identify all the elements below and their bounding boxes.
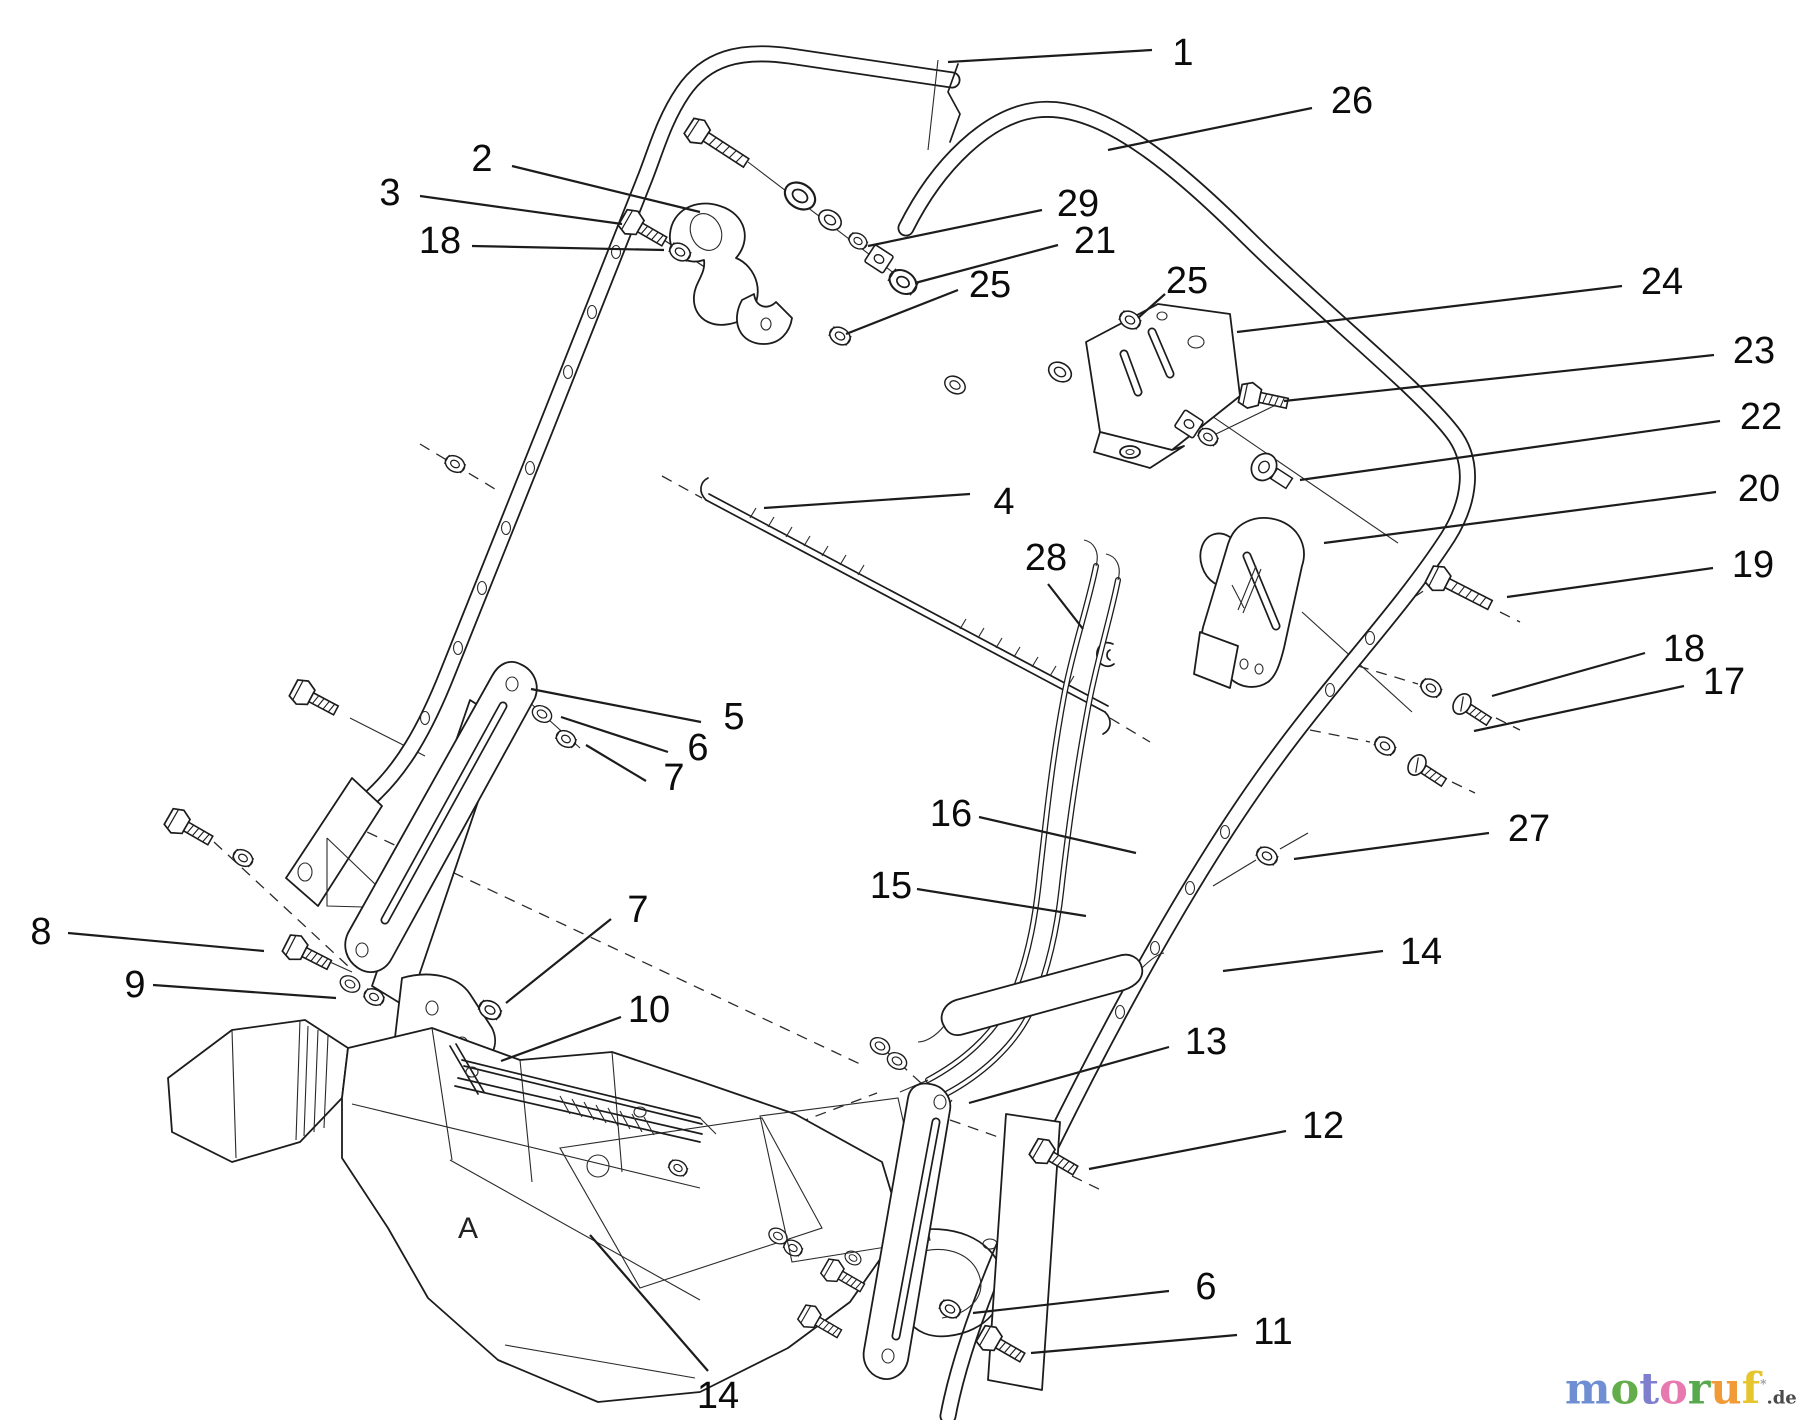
callout-label-7: 7	[627, 889, 648, 931]
right-support-arm	[759, 1033, 1083, 1391]
logo-letter: o	[1610, 1364, 1640, 1415]
callout-leader-21	[914, 243, 1059, 285]
callout-label-28: 28	[1025, 537, 1067, 579]
tube-holes	[1114, 630, 1376, 1020]
upper-handle-tube	[285, 45, 961, 909]
callout-leader-6	[972, 1289, 1170, 1315]
callout-label-9: 9	[124, 964, 145, 1006]
logo-letter: o	[1659, 1364, 1688, 1415]
callout-leader-22	[1299, 419, 1721, 482]
callout-leader-25	[845, 288, 959, 336]
tube-holes-left	[419, 244, 622, 726]
callout-label-2: 2	[471, 138, 492, 180]
rod-threads	[749, 507, 1075, 687]
logo-trademark: *	[1760, 1377, 1767, 1391]
callout-leader-9	[152, 983, 337, 1000]
callout-leader-27	[1293, 831, 1490, 861]
logo-letter: f	[1741, 1364, 1761, 1415]
handle-bracket	[940, 303, 1294, 490]
callout-leader-4	[763, 492, 971, 510]
callout-leader-25	[1137, 293, 1166, 319]
callout-label-29: 29	[1057, 183, 1099, 225]
callout-label-7: 7	[663, 757, 684, 799]
callout-label-17: 17	[1703, 661, 1745, 703]
cross-rod	[700, 477, 1111, 735]
callout-leader-7	[585, 744, 647, 782]
logo-letter: u	[1710, 1364, 1742, 1415]
callout-label-27: 27	[1508, 808, 1550, 850]
callout-leader-13	[968, 1045, 1170, 1105]
callout-label-22: 22	[1740, 396, 1782, 438]
callout-leader-14	[1222, 949, 1384, 973]
callout-label-19: 19	[1732, 544, 1774, 586]
callout-label-6: 6	[1195, 1266, 1216, 1308]
callout-leader-14	[589, 1234, 709, 1372]
callout-label-12: 12	[1302, 1105, 1344, 1147]
motoruf-logo: motoruf*.de	[1565, 1360, 1797, 1415]
callout-leader-1	[947, 48, 1153, 64]
callout-leader-3	[419, 194, 623, 226]
callout-label-23: 23	[1733, 330, 1775, 372]
spring-coil	[559, 1095, 655, 1136]
callout-leader-5	[530, 687, 702, 724]
callout-leader-16	[978, 815, 1137, 855]
callout-label-25: 25	[1166, 260, 1208, 302]
rope-guide-clamp	[736, 293, 793, 345]
cable-clamp-bar	[917, 952, 1165, 1043]
shoulder-screw-22	[1250, 452, 1294, 490]
callout-leader-12	[1088, 1129, 1287, 1171]
callout-leader-8	[67, 931, 265, 953]
deck-marker: A	[458, 1212, 478, 1245]
logo-letter: m	[1565, 1364, 1611, 1415]
callout-label-15: 15	[870, 865, 912, 907]
logo-letter: t	[1639, 1364, 1660, 1415]
callout-leader-2	[511, 164, 701, 214]
callout-label-18: 18	[419, 220, 461, 262]
logo-letter: r	[1687, 1364, 1711, 1415]
left-support-arm	[344, 661, 580, 1009]
callout-label-25: 25	[969, 264, 1011, 306]
callout-leader-18	[471, 244, 665, 252]
callout-leader-18	[1491, 651, 1646, 698]
callout-leader-20	[1323, 490, 1717, 545]
callout-leader-10	[500, 1015, 622, 1063]
tube-flat-end	[285, 777, 383, 907]
callout-label-4: 4	[993, 481, 1014, 523]
callout-leader-28	[1047, 583, 1084, 630]
callout-leader-11	[1030, 1333, 1238, 1355]
callout-label-21: 21	[1074, 220, 1116, 262]
callout-leader-6	[560, 715, 669, 754]
callout-label-3: 3	[379, 172, 400, 214]
callout-label-5: 5	[723, 696, 744, 738]
callout-leader-26	[1107, 106, 1313, 152]
mower-deck: A	[167, 1019, 1005, 1403]
callout-leader-19	[1506, 566, 1714, 599]
control-housing	[1193, 517, 1305, 689]
callout-label-6: 6	[687, 727, 708, 769]
callout-label-1: 1	[1172, 32, 1193, 74]
callout-leader-15	[916, 887, 1087, 918]
tube-break-mark	[947, 63, 961, 143]
deck-rod-bar	[449, 1043, 717, 1135]
logo-tld: .de	[1766, 1387, 1797, 1409]
rope-guide	[669, 202, 793, 345]
callout-label-18: 18	[1663, 628, 1705, 670]
callout-label-8: 8	[30, 911, 51, 953]
callout-leader-23	[1283, 353, 1715, 403]
callout-leader-24	[1236, 284, 1623, 334]
callout-label-14: 14	[697, 1375, 739, 1417]
callout-label-13: 13	[1185, 1021, 1227, 1063]
callout-label-16: 16	[930, 793, 972, 835]
callout-leader-7	[505, 918, 612, 1004]
callout-label-14: 14	[1400, 931, 1442, 973]
callout-label-24: 24	[1641, 261, 1683, 303]
callout-label-10: 10	[628, 989, 670, 1031]
callout-label-20: 20	[1738, 468, 1780, 510]
callout-label-11: 11	[1253, 1311, 1292, 1353]
callout-label-26: 26	[1331, 80, 1373, 122]
callout-leader-29	[867, 208, 1043, 248]
callout-leader-17	[1473, 684, 1685, 733]
